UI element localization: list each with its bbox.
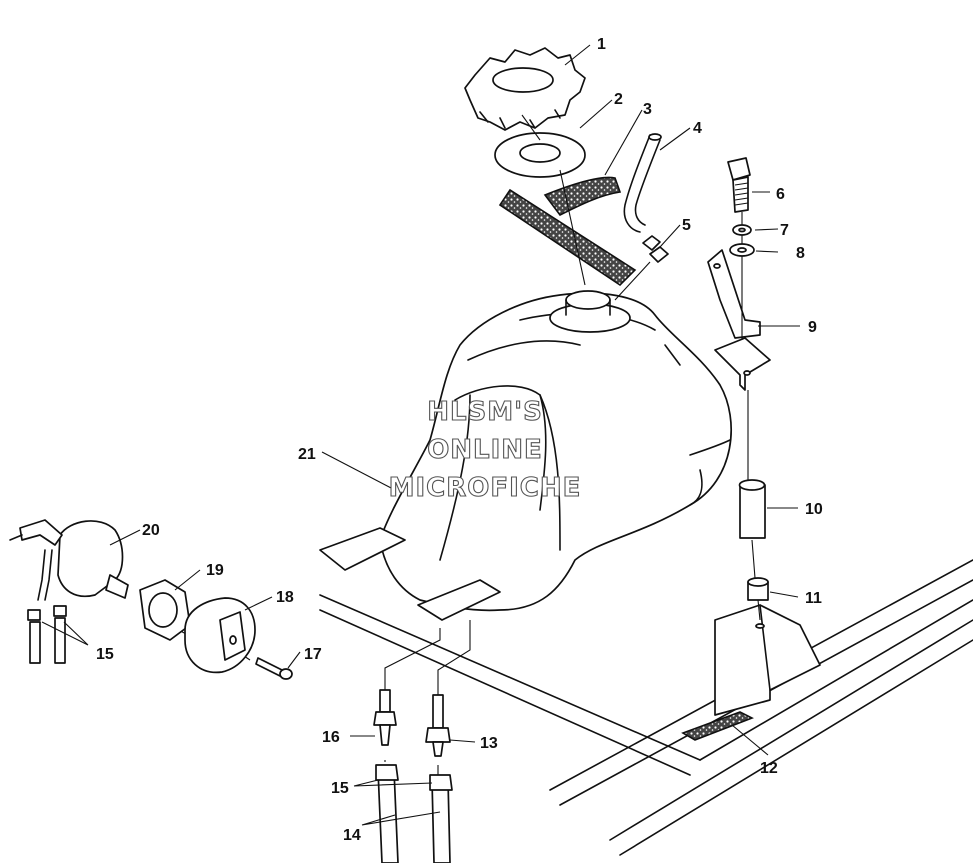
fuel-tank <box>379 290 732 612</box>
callout-13: 13 <box>480 735 498 752</box>
pump-nut <box>139 579 191 641</box>
vent-hose <box>623 133 662 233</box>
bolt-set <box>727 157 755 257</box>
vent-fitting <box>642 235 669 263</box>
spacer-set <box>738 479 769 601</box>
callout-1: 1 <box>597 36 606 53</box>
callout-9: 9 <box>808 319 817 336</box>
leader-lines <box>41 44 800 826</box>
mount-bracket <box>681 604 821 741</box>
callout-18: 18 <box>276 589 294 606</box>
watermark-line-1: HLSM'S <box>427 397 543 427</box>
callout-17: 17 <box>304 646 322 663</box>
fitting-16 <box>373 689 397 746</box>
callout-16: 16 <box>322 729 340 746</box>
fuel-cap <box>464 47 586 131</box>
fuel-pump <box>9 519 129 664</box>
callout-6: 6 <box>776 186 785 203</box>
callout-11: 11 <box>805 590 822 607</box>
pump-screw <box>255 657 293 680</box>
fuel-hoses <box>375 764 453 863</box>
callout-labels: 1 2 3 4 5 6 7 8 9 10 11 12 13 14 15 15 1… <box>96 36 823 844</box>
callout-10: 10 <box>805 501 823 518</box>
callout-7: 7 <box>780 222 789 239</box>
tank-bracket <box>707 249 771 391</box>
callout-19: 19 <box>206 562 224 579</box>
watermark-line-2: ONLINE <box>427 435 543 465</box>
explode-lines <box>159 114 761 775</box>
decal-12 <box>681 711 754 741</box>
callout-15-pump: 15 <box>96 646 114 663</box>
callout-14: 14 <box>343 827 361 844</box>
callout-21: 21 <box>298 446 316 463</box>
watermark: HLSM'S ONLINE MICROFICHE <box>388 396 582 503</box>
callout-12: 12 <box>760 760 778 777</box>
callout-5: 5 <box>682 217 691 234</box>
callout-8: 8 <box>796 245 805 262</box>
callout-20: 20 <box>142 522 160 539</box>
watermark-line-3: MICROFICHE <box>389 473 582 503</box>
pump-housing <box>184 597 256 674</box>
fitting-13 <box>425 694 451 757</box>
callout-4: 4 <box>693 120 702 137</box>
foam-strips <box>498 176 637 287</box>
callout-3: 3 <box>643 101 652 118</box>
tank-pads <box>319 527 501 621</box>
callout-2: 2 <box>614 91 623 108</box>
callout-15-hoses: 15 <box>331 780 349 797</box>
cap-gasket <box>494 132 586 178</box>
